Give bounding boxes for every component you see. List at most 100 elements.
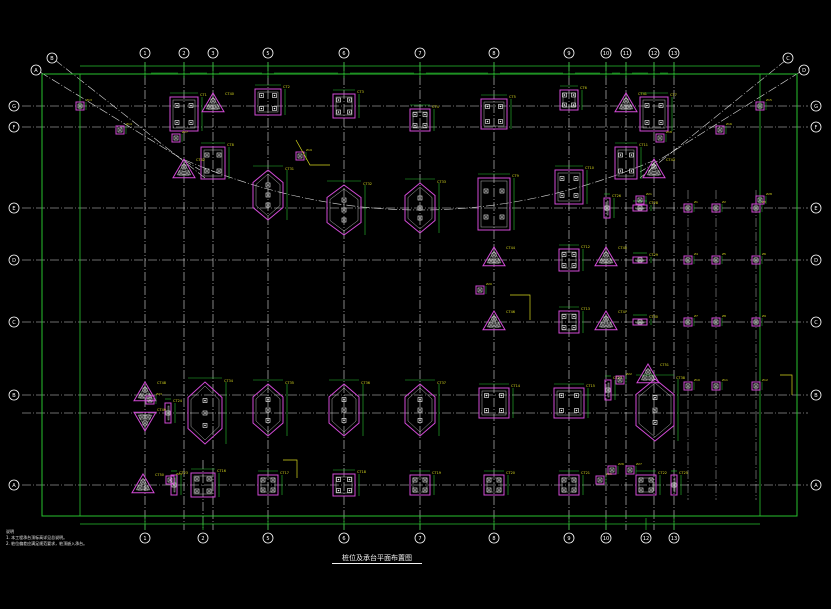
axis-bubble-top-label: 5 <box>266 51 269 57</box>
pile <box>417 205 423 211</box>
cap-inner <box>407 387 433 433</box>
cap-outline <box>409 474 431 496</box>
axis-bubble-bottom-circle <box>563 532 575 544</box>
pile <box>654 170 660 176</box>
axis-bubble-right-circle <box>810 316 822 328</box>
pile-center <box>607 389 609 391</box>
pile <box>561 314 567 319</box>
pile-cap-small: Z12 <box>751 378 768 391</box>
pile-center <box>639 199 641 201</box>
cap-outline <box>558 474 580 496</box>
axis-bubble-right-label: D <box>814 258 818 264</box>
pile <box>417 195 423 201</box>
cap-outline <box>632 256 648 264</box>
pile-center <box>573 264 575 267</box>
pile-cap-hex: CT32 <box>326 180 372 236</box>
pile <box>194 476 200 482</box>
cap-tag: CT28 <box>649 201 658 205</box>
axis-bubble-bottom: 13 <box>668 532 680 544</box>
cap-tag: Z28 <box>766 192 772 196</box>
pile <box>145 414 151 420</box>
axis-bubble-radial: C <box>782 52 794 64</box>
cap-tag: Z4 <box>694 252 698 256</box>
pile <box>167 477 173 483</box>
pile-center <box>755 259 757 261</box>
pile <box>638 487 644 493</box>
cap-outline <box>755 195 765 205</box>
cap-tag: Z19 <box>306 148 312 152</box>
pile <box>753 205 759 211</box>
cap-outline <box>75 101 85 111</box>
cap-tag: Z5 <box>722 252 726 256</box>
pile-center <box>208 490 210 492</box>
note-line-2: 2. 桩位偏差应满足规范要求，桩顶嵌入承台。 <box>6 541 88 546</box>
cap-tag: CT22 <box>658 471 667 475</box>
pile-center <box>486 120 489 123</box>
cap-inner <box>646 162 662 176</box>
cap-outline <box>632 318 648 326</box>
axis-bubble-left: G <box>8 100 20 112</box>
pile-cap-tri: CT45 <box>594 246 627 267</box>
pile <box>184 170 190 176</box>
pile <box>77 103 83 109</box>
pile <box>657 135 663 141</box>
pile <box>347 488 352 493</box>
cap-tag: Z22 <box>626 372 632 376</box>
pile-center <box>212 100 214 102</box>
pile <box>561 325 567 330</box>
pile-center <box>608 260 610 262</box>
pile-center <box>573 489 575 491</box>
note-line-1: 1. 本工程承台顶标高详见总说明。 <box>6 535 68 540</box>
axis-bubble-bottom: 1 <box>139 532 151 544</box>
pile <box>347 109 352 115</box>
cap-outline <box>751 381 761 391</box>
axis-bubble-top-circle <box>414 47 426 59</box>
cap-outline <box>252 383 284 437</box>
radial-axis <box>54 59 206 179</box>
pile-center <box>414 479 416 481</box>
pile-center <box>183 166 185 168</box>
pile-center <box>204 399 206 402</box>
pile-cap-small: Z8 <box>711 314 726 327</box>
pile-center <box>715 259 717 261</box>
pile <box>604 205 610 211</box>
pile-center <box>561 177 563 180</box>
pile-cap-rect: CT27 <box>604 375 622 401</box>
cap-outline <box>594 310 618 331</box>
axis-bubble-right-circle <box>810 121 822 133</box>
pile-center <box>715 385 717 387</box>
axis-bubble-top-label: 7 <box>418 51 421 57</box>
pile <box>202 410 208 416</box>
axis-bubble-right-label: C <box>814 320 818 326</box>
axis-bubble-top-circle <box>648 47 660 59</box>
axis-bubble-right-circle <box>810 202 822 214</box>
pile <box>713 319 719 325</box>
pile-cap-small: Z24 <box>165 472 182 485</box>
pile-center <box>498 489 500 491</box>
pile-center <box>493 318 495 320</box>
pile <box>652 407 658 413</box>
axis-bubble-bottom: 9 <box>563 532 575 544</box>
pile <box>341 207 347 213</box>
pile-center <box>654 409 656 411</box>
pile <box>561 477 567 483</box>
cap-outline <box>711 317 721 327</box>
pile <box>571 487 577 493</box>
cap-tag: CT23 <box>179 471 188 475</box>
axis-bubble-radial-label: D <box>802 68 806 74</box>
pile-cap-rect: CT4 <box>409 104 440 132</box>
pile <box>658 120 664 125</box>
pile <box>494 322 500 328</box>
pile <box>658 103 664 108</box>
axis-bubble-left-label: E <box>12 206 15 212</box>
cap-inner <box>556 390 582 416</box>
axis-bubble-left-label: C <box>12 320 16 326</box>
axis-bubble-radial-label: C <box>786 56 790 62</box>
pile-center <box>419 398 421 401</box>
pile-center <box>640 489 642 491</box>
pile-center <box>424 489 426 491</box>
cap-inner <box>480 180 508 228</box>
pile <box>644 120 650 125</box>
